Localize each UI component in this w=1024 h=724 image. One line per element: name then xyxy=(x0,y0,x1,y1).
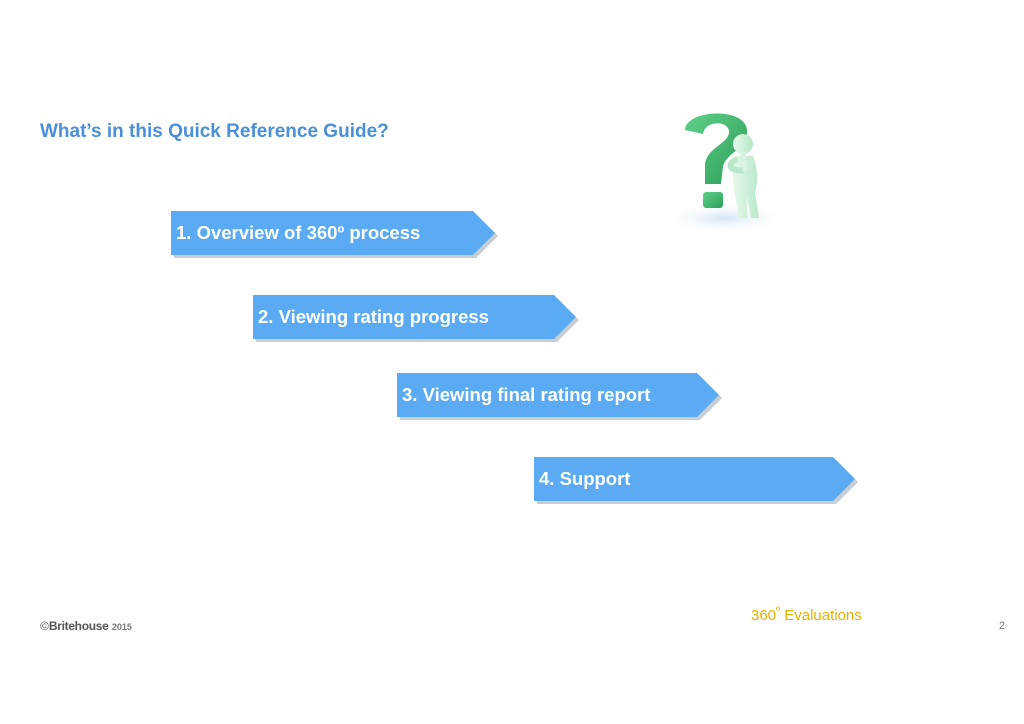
agenda-item-label: 4. Support xyxy=(539,468,631,489)
copyright-year: 2015 xyxy=(111,622,132,632)
product-label: Evaluations xyxy=(780,607,862,624)
product-superscript: º xyxy=(776,605,781,617)
agenda-item-rating-progress[interactable]: 2. Viewing rating progress xyxy=(253,295,576,339)
question-mark-thinking-figure-icon xyxy=(655,100,795,235)
agenda-item-label: 2. Viewing rating progress xyxy=(258,306,489,327)
product-name: 360º Evaluations xyxy=(751,605,862,624)
agenda-item-overview[interactable]: 1. Overview of 360º process xyxy=(171,211,495,255)
slide-title: What’s in this Quick Reference Guide? xyxy=(40,121,389,142)
agenda-item-label: 1. Overview of 360º process xyxy=(176,222,421,243)
product-number: 360 xyxy=(751,607,777,624)
agenda-item-label: 3. Viewing final rating report xyxy=(402,384,651,405)
copyright-symbol: © xyxy=(40,619,49,633)
page-number: 2 xyxy=(999,620,1006,632)
agenda-item-final-report[interactable]: 3. Viewing final rating report xyxy=(397,373,719,417)
footer-copyright: ©Britehouse 2015 xyxy=(40,619,132,633)
brand-name: Britehouse xyxy=(48,619,109,633)
agenda-item-support[interactable]: 4. Support xyxy=(534,457,855,501)
